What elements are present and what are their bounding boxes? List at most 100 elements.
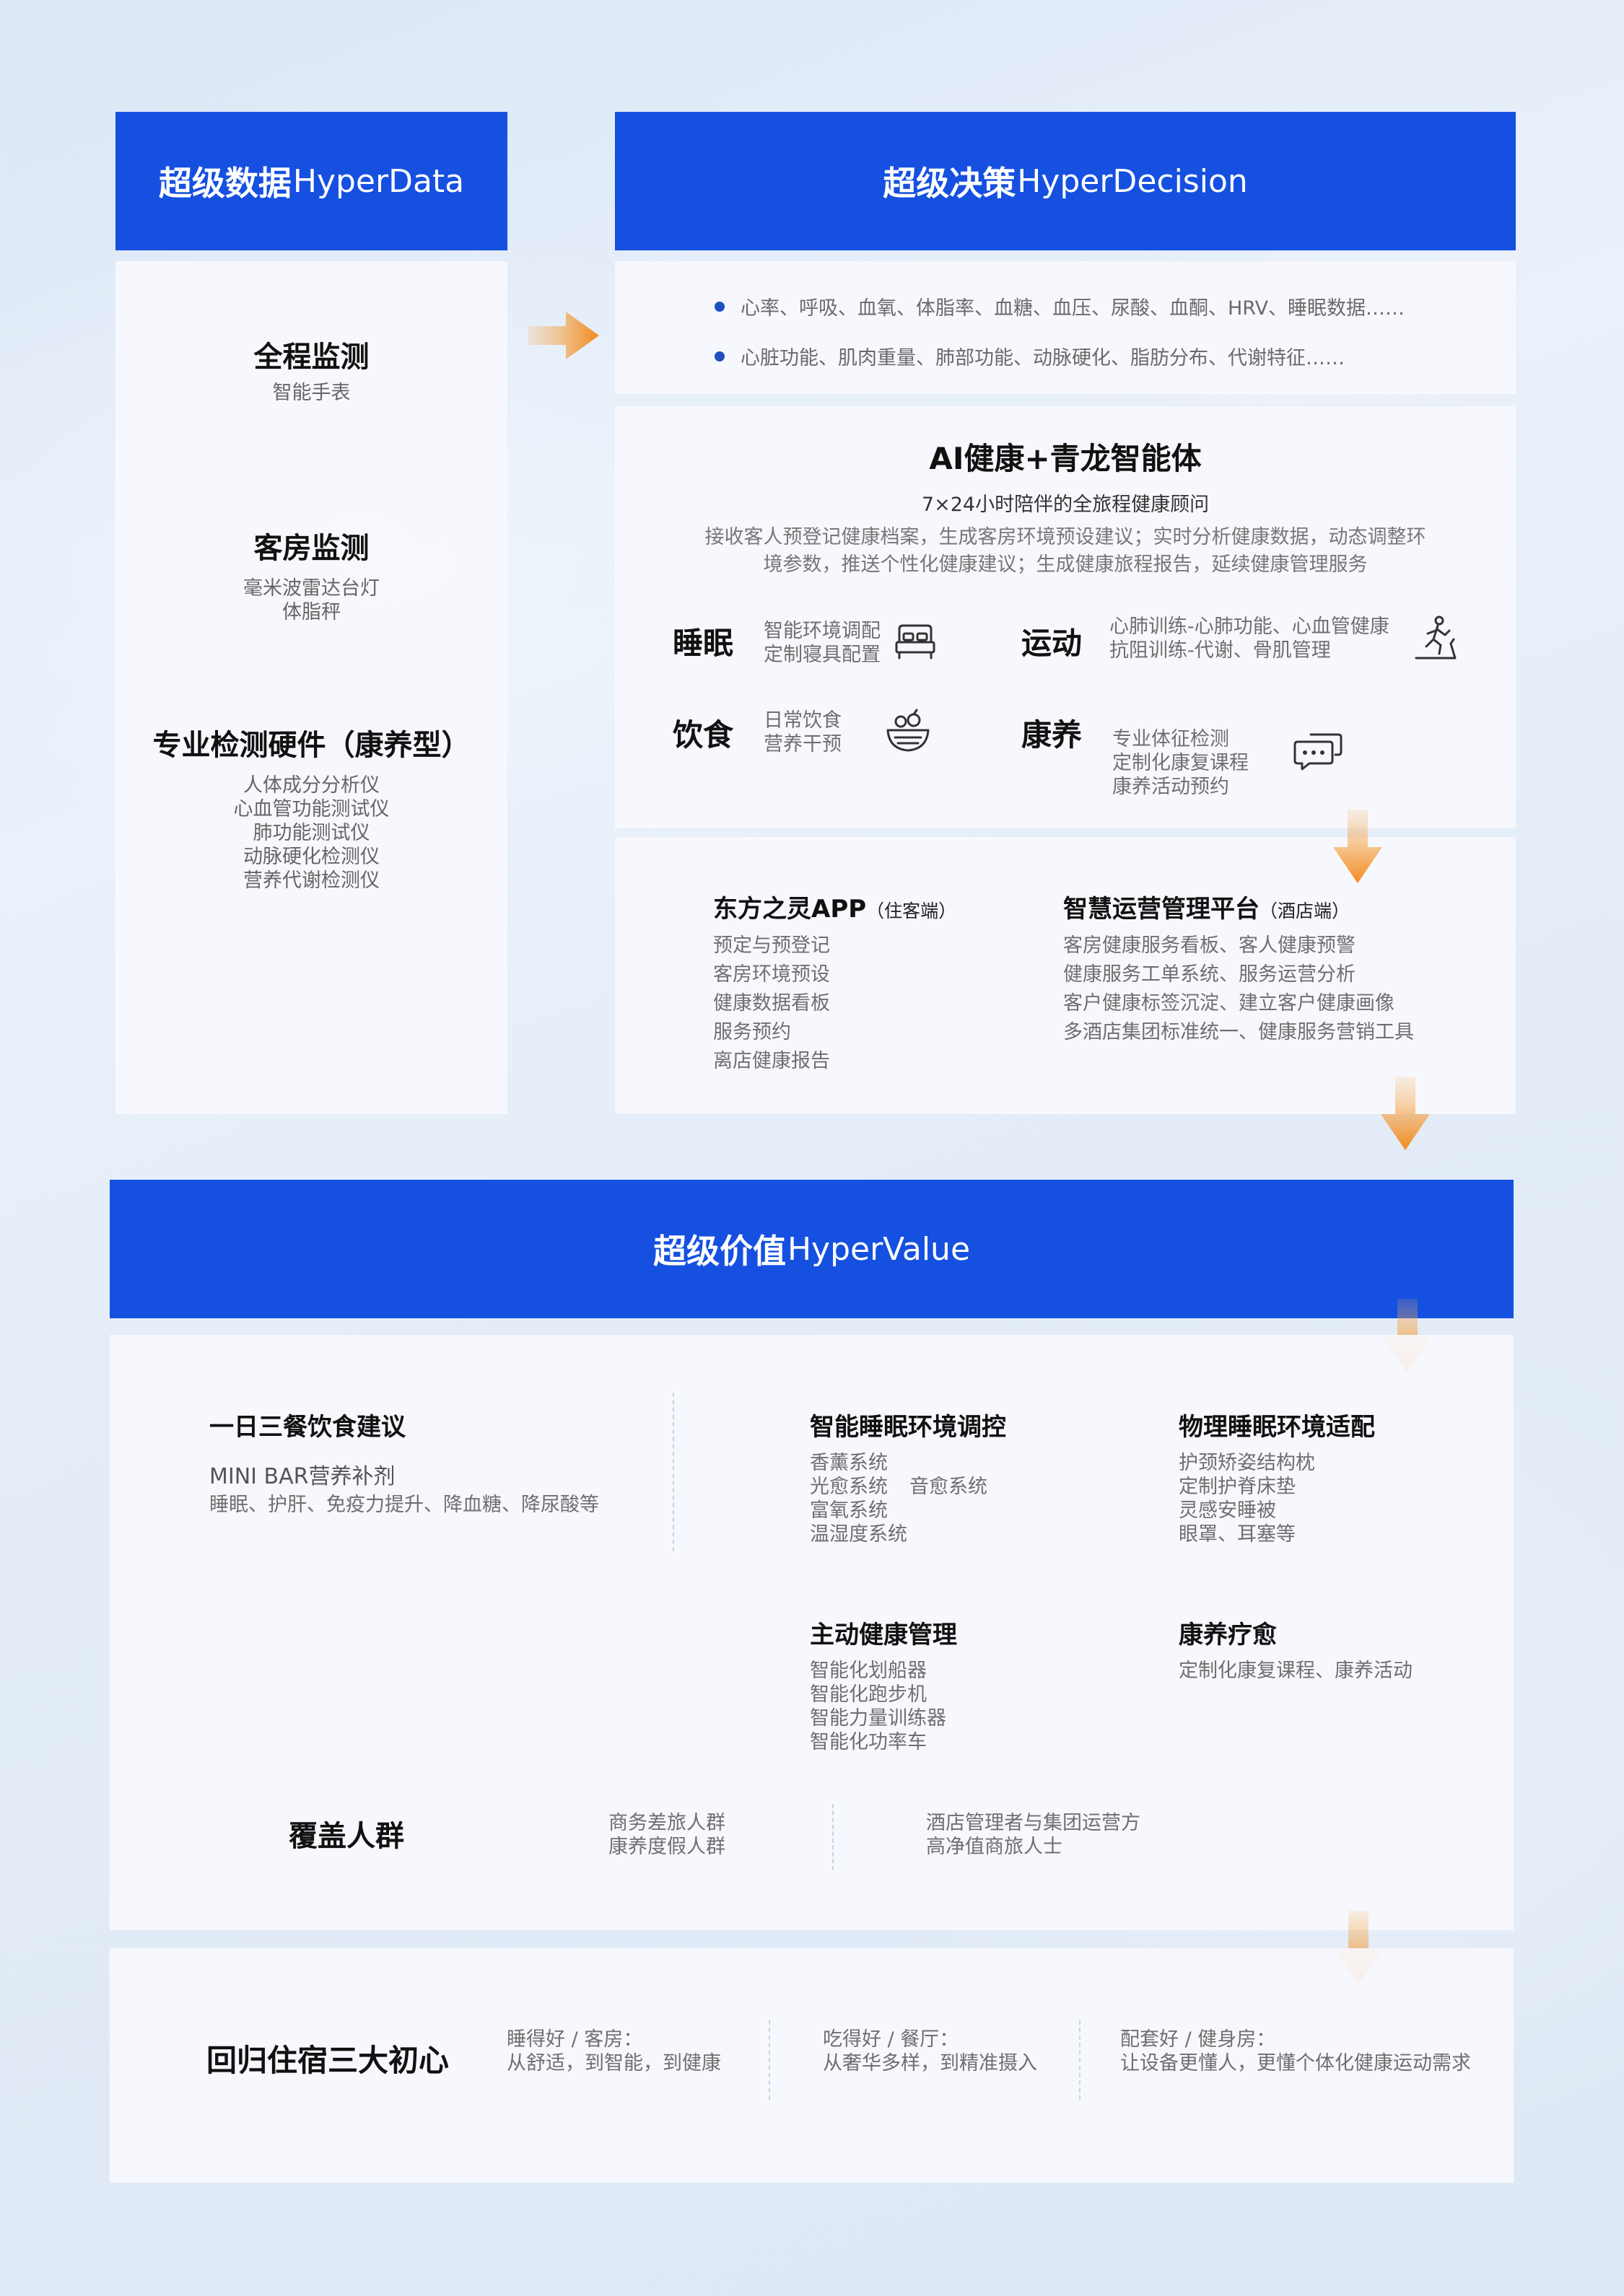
section-item: 人体成分分析仪: [243, 774, 380, 797]
hypervalue-panel: [110, 1335, 1514, 1930]
sleep-env-item: 光愈系统: [810, 1476, 888, 1498]
physical-sleep-title: 物理睡眠环境适配: [1179, 1413, 1375, 1442]
active-health-item: 智能化跑步机: [810, 1683, 927, 1706]
sleep-env-item: 富氧系统: [810, 1499, 888, 1522]
section-pro-hardware: 专业检测硬件（康养型） 人体成分分析仪 心血管功能测试仪 肺功能测试仪 动脉硬化…: [115, 722, 507, 893]
sleep-env-item: 温湿度系统: [810, 1523, 907, 1546]
return-item-head: 配套好 / 健身房：: [1120, 2028, 1276, 2051]
section-title: 全程监测: [253, 341, 370, 374]
hyperdata-title-cn: 超级数据: [158, 164, 292, 203]
divider: [1079, 2020, 1081, 2100]
category-line: 心肺训练-心肺功能、心血管健康: [1109, 615, 1389, 638]
physical-sleep-item: 灵感安睡被: [1179, 1499, 1276, 1522]
hotel-platform-block: 智慧运营管理平台（酒店端） 客房健康服务看板、客人健康预警 健康服务工单系统、服…: [1063, 889, 1414, 1047]
category-line: 日常饮食: [764, 709, 842, 732]
physical-sleep-item: 定制护脊床垫: [1179, 1476, 1296, 1498]
section-item: 体脂秤: [282, 601, 341, 623]
hypervalue-title-en: HyperValue: [787, 1230, 971, 1268]
guest-app-item: 离店健康报告: [713, 1050, 830, 1072]
return-item-body: 从奢华多样，到精准摄入: [823, 2052, 1037, 2074]
audience-group-1: 商务差旅人群 康养度假人群: [608, 1811, 725, 1859]
audience-title: 覆盖人群: [289, 1820, 404, 1853]
ai-agent-desc-line1: 接收客人预登记健康档案，生成客房环境预设建议；实时分析健康数据，动态调整环: [704, 526, 1426, 548]
rehab-desc: 定制化康复课程、康养活动: [1179, 1660, 1413, 1682]
physical-sleep-block: 物理睡眠环境适配 护颈矫姿结构枕 定制护脊床垫 灵感安睡被 眼罩、耳塞等: [1179, 1407, 1375, 1546]
guest-app-item: 预定与预登记: [713, 934, 830, 957]
hypervalue-title-cn: 超级价值: [652, 1232, 786, 1271]
meal-block: 一日三餐饮食建议 MINI BAR营养补剂 睡眠、护肝、免疫力提升、降血糖、降尿…: [209, 1407, 599, 1517]
divider: [673, 1393, 674, 1551]
return-item-facility: 配套好 / 健身房： 让设备更懂人，更懂个体化健康运动需求: [1120, 2028, 1471, 2075]
section-item: 肺功能测试仪: [253, 822, 370, 844]
data-bullet-1: 心率、呼吸、血氧、体脂率、血糖、血压、尿酸、血酮、HRV、睡眠数据……: [715, 292, 1405, 320]
section-item: 心血管功能测试仪: [233, 798, 390, 820]
ai-agent-subtitle: 7×24小时陪伴的全旅程健康顾问: [921, 494, 1210, 516]
flow-arrow-right-icon: [528, 310, 601, 361]
hyperdata-title-en: HyperData: [292, 162, 465, 200]
category-line: 智能环境调配: [764, 620, 881, 642]
hyperdata-panel: [115, 261, 507, 1114]
return-item-head: 睡得好 / 客房：: [507, 2028, 643, 2051]
chat-icon: [1293, 729, 1344, 776]
treadmill-icon: [1413, 615, 1458, 665]
minibar-label: MINI BAR营养补剂: [209, 1464, 396, 1489]
rehab-block: 康养疗愈 定制化康复课程、康养活动: [1179, 1615, 1413, 1683]
category-sleep-desc: 智能环境调配 定制寝具配置: [764, 619, 881, 667]
category-diet-desc: 日常饮食 营养干预: [764, 709, 842, 756]
ai-agent-header: AI健康+青龙智能体 7×24小时陪伴的全旅程健康顾问 接收客人预登记健康档案，…: [615, 434, 1516, 579]
active-health-item: 智能化功率车: [810, 1731, 927, 1753]
category-line: 专业体征检测: [1112, 728, 1229, 750]
guest-app-item: 服务预约: [713, 1021, 791, 1043]
active-health-block: 主动健康管理 智能化划船器 智能化跑步机 智能力量训练器 智能化功率车: [810, 1615, 957, 1754]
data-bullet-text: 心率、呼吸、血氧、体脂率、血糖、血压、尿酸、血酮、HRV、睡眠数据……: [741, 297, 1405, 320]
category-sport-desc: 心肺训练-心肺功能、心血管健康 抗阻训练-代谢、骨肌管理: [1109, 615, 1389, 662]
return-item-sleep: 睡得好 / 客房： 从舒适，到智能，到健康: [507, 2028, 721, 2075]
category-line: 定制寝具配置: [764, 644, 881, 666]
divider: [769, 2020, 770, 2100]
section-item: 毫米波雷达台灯: [243, 577, 380, 600]
hyperdecision-title-en: HyperDecision: [1017, 162, 1248, 200]
section-full-monitoring: 全程监测 智能手表: [115, 333, 507, 405]
audience-group-2: 酒店管理者与集团运营方 高净值商旅人士: [926, 1811, 1140, 1859]
hotel-platform-item: 客户健康标签沉淀、建立客户健康画像: [1063, 992, 1394, 1015]
category-diet-title: 饮食: [673, 717, 734, 753]
section-item: 动脉硬化检测仪: [243, 846, 380, 868]
hotel-platform-tag: （酒店端）: [1260, 901, 1350, 921]
sleep-env-title: 智能睡眠环境调控: [810, 1413, 1006, 1442]
category-rehab-desc: 专业体征检测 定制化康复课程 康养活动预约: [1112, 727, 1249, 799]
hyperdecision-title-cn: 超级决策: [883, 164, 1016, 203]
category-line: 营养干预: [764, 733, 842, 755]
hotel-platform-title: 智慧运营管理平台: [1063, 895, 1260, 924]
return-item-eat: 吃得好 / 餐厅： 从奢华多样，到精准摄入: [823, 2028, 1037, 2075]
category-sleep-title: 睡眠: [673, 626, 734, 661]
return-panel: [110, 1948, 1514, 2183]
return-item-body: 从舒适，到智能，到健康: [507, 2052, 721, 2074]
return-item-body: 让设备更懂人，更懂个体化健康运动需求: [1120, 2052, 1471, 2074]
category-line: 定制化康复课程: [1112, 752, 1249, 774]
return-title: 回归住宿三大初心: [206, 2043, 450, 2078]
hotel-platform-item: 客房健康服务看板、客人健康预警: [1063, 934, 1355, 957]
bullet-dot-icon: [715, 351, 725, 362]
category-rehab-title: 康养: [1021, 717, 1083, 753]
apps-panel: [615, 837, 1516, 1114]
sleep-env-item: 音愈系统: [909, 1476, 987, 1498]
ai-agent-title: AI健康+青龙智能体: [929, 441, 1202, 476]
guest-app-block: 东方之灵APP（住客端） 预定与预登记 客房环境预设 健康数据看板 服务预约 离…: [713, 889, 956, 1076]
rehab-title: 康养疗愈: [1179, 1621, 1277, 1649]
bed-icon: [894, 622, 937, 665]
category-line: 康养活动预约: [1112, 776, 1229, 798]
physical-sleep-item: 护颈矫姿结构枕: [1179, 1452, 1315, 1474]
audience-item: 康养度假人群: [608, 1836, 725, 1858]
sleep-env-block: 智能睡眠环境调控 香薰系统 光愈系统音愈系统 富氧系统 温湿度系统: [810, 1407, 1006, 1546]
return-item-head: 吃得好 / 餐厅：: [823, 2028, 959, 2051]
audience-item: 酒店管理者与集团运营方: [926, 1812, 1140, 1834]
audience-item: 高净值商旅人士: [926, 1836, 1062, 1858]
flow-arrow-down-icon: [1332, 810, 1384, 885]
physical-sleep-item: 眼罩、耳塞等: [1179, 1523, 1296, 1546]
meal-desc: 睡眠、护肝、免疫力提升、降血糖、降尿酸等: [209, 1494, 599, 1516]
section-item: 智能手表: [272, 382, 351, 404]
category-line: 抗阻训练-代谢、骨肌管理: [1109, 639, 1331, 662]
